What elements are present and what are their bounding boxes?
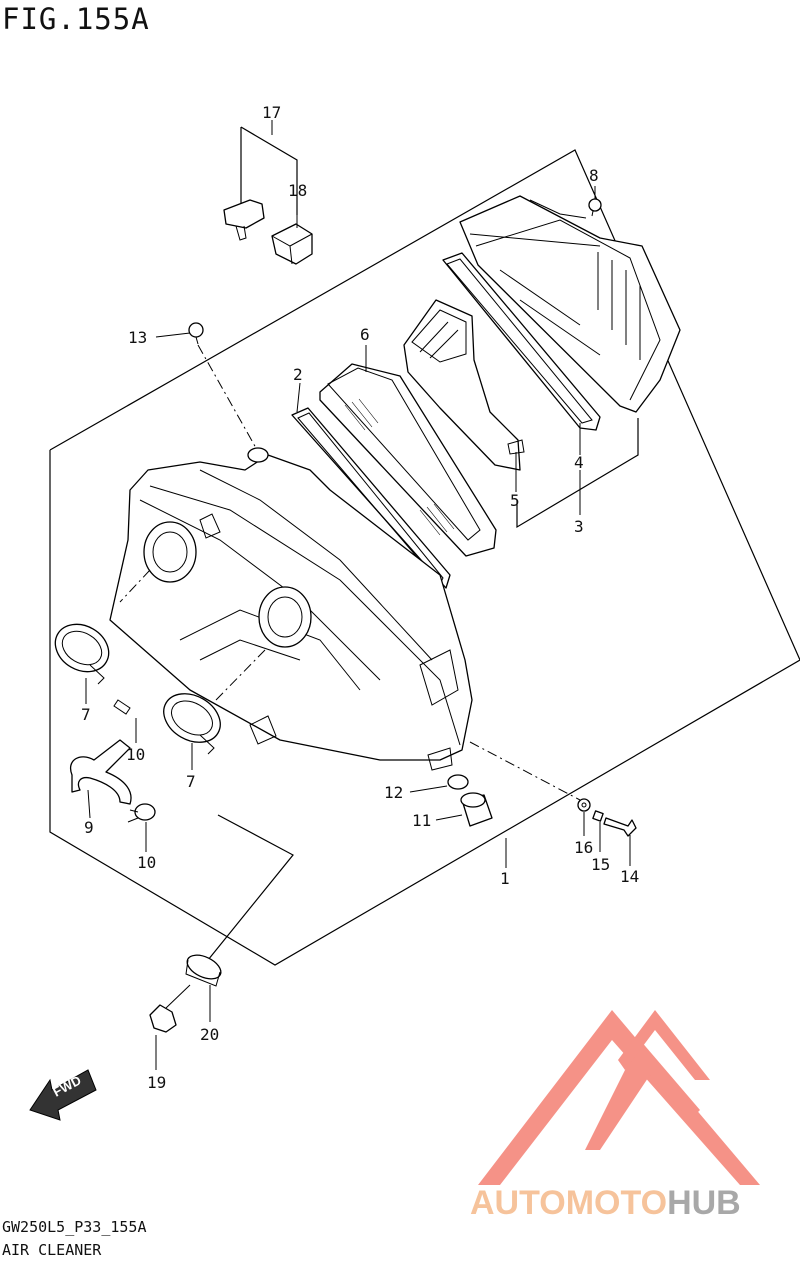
hose-clip-upper xyxy=(113,699,131,715)
cover-seal xyxy=(442,252,601,431)
callout-14: 14 xyxy=(620,867,639,886)
sensor-subassembly-frame-b xyxy=(240,126,298,215)
drain-plug xyxy=(460,792,493,827)
filter-subassembly-frame xyxy=(516,418,639,529)
check-valve xyxy=(149,984,191,1033)
hose-clip-lower xyxy=(127,803,156,823)
callout-6: 6 xyxy=(360,325,370,344)
watermark-peak-icon xyxy=(618,1010,710,1080)
callout-2: 2 xyxy=(293,365,303,384)
callout-16: 16 xyxy=(574,838,593,857)
air-cleaner-case xyxy=(109,447,473,771)
bolt xyxy=(603,817,637,837)
callout-20: 20 xyxy=(200,1025,219,1044)
filter-element xyxy=(319,363,497,557)
svg-text:AUTOMOTOHUB: AUTOMOTOHUB xyxy=(470,1184,741,1222)
leader-lines xyxy=(85,120,631,1070)
callout-10-lower: 10 xyxy=(137,853,156,872)
assembly-lines xyxy=(119,344,581,801)
callout-13: 13 xyxy=(128,328,147,347)
callout-3: 3 xyxy=(574,517,584,536)
watermark-logo: AUTOMOTOHUB xyxy=(470,1010,760,1222)
callout-18: 18 xyxy=(288,181,307,200)
grommet xyxy=(185,954,222,987)
callout-17: 17 xyxy=(262,103,281,122)
callout-1: 1 xyxy=(500,869,510,888)
drain-hose xyxy=(69,739,132,805)
assembly-frames xyxy=(49,126,800,966)
watermark-text-hub: HUB xyxy=(667,1184,741,1222)
callout-11: 11 xyxy=(412,811,431,830)
nut xyxy=(592,810,604,822)
diagram-caption: AIR CLEANER xyxy=(2,1241,102,1259)
callout-labels: 1 2 3 4 5 6 7 7 8 9 10 10 11 12 13 14 15… xyxy=(81,103,639,1092)
callout-5: 5 xyxy=(510,491,520,510)
callout-9: 9 xyxy=(84,818,94,837)
watermark-inner-mark-icon xyxy=(585,1040,700,1150)
drain-cap xyxy=(447,774,469,790)
fwd-arrow-icon: FWD xyxy=(29,1069,97,1121)
watermark-text-automoto: AUTOMOTO xyxy=(470,1184,667,1222)
intake-duct xyxy=(403,299,525,471)
screw-8 xyxy=(588,198,602,217)
callout-8: 8 xyxy=(589,166,599,185)
sensor-cushion xyxy=(271,223,313,265)
bolt-13 xyxy=(188,322,204,345)
callout-7-lower: 7 xyxy=(186,772,196,791)
clamp-lower xyxy=(163,693,221,755)
washer xyxy=(577,798,591,812)
air-cleaner-cover xyxy=(459,195,681,413)
clamp-upper xyxy=(54,623,110,685)
callout-19: 19 xyxy=(147,1073,166,1092)
callout-4: 4 xyxy=(574,453,584,472)
intake-sensor xyxy=(223,199,265,241)
watermark-triangle-icon xyxy=(478,1010,760,1185)
model-code: GW250L5_P33_155A xyxy=(2,1218,147,1236)
hose-leader-frame xyxy=(207,814,294,961)
callout-10-upper: 10 xyxy=(126,745,145,764)
callout-12: 12 xyxy=(384,783,403,802)
main-assembly-frame xyxy=(49,149,800,966)
callout-7-upper: 7 xyxy=(81,705,91,724)
figure-title: FIG.155A xyxy=(2,2,150,36)
callout-15: 15 xyxy=(591,855,610,874)
